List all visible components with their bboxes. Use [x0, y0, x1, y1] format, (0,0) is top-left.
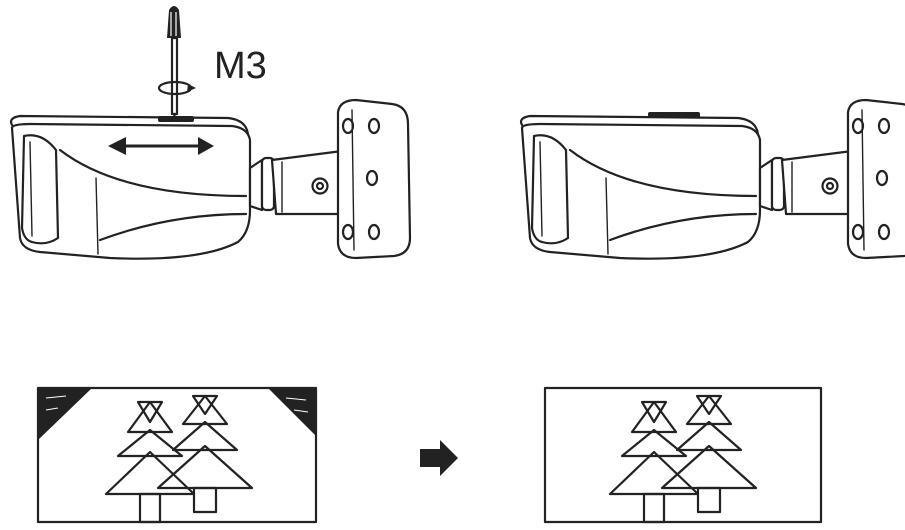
slide-direction-arrow-icon: [108, 137, 214, 155]
dark-corner-right: [268, 388, 316, 436]
result-arrow-icon: [420, 440, 458, 476]
view-before-adjustment: [36, 386, 318, 524]
screwdriver-icon: [167, 6, 181, 122]
screw-size-label: M3: [214, 45, 267, 87]
rotation-arrow-icon: [157, 80, 196, 96]
camera-after-adjustment: [519, 98, 905, 260]
dark-corner-left: [38, 388, 92, 440]
view-after-adjustment: [543, 386, 823, 524]
camera-before-adjustment: [9, 98, 412, 260]
